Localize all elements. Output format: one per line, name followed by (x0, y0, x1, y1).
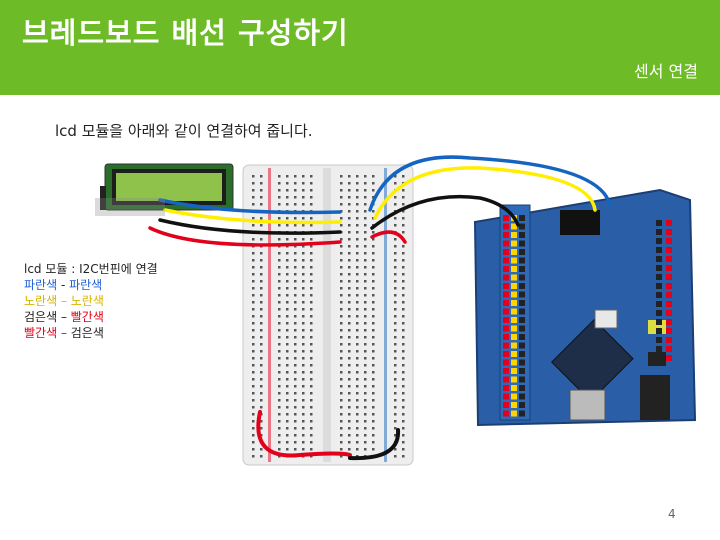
wiring-notes: lcd 모듈 : I2C번핀에 연결 파란색 - 파란색 노란색 – 노란색 검… (24, 261, 158, 341)
notes-heading: lcd 모듈 : I2C번핀에 연결 (24, 262, 158, 276)
note-line: 노란색 – 노란색 (24, 293, 158, 309)
intro-text: lcd 모듈을 아래와 같이 연결하여 줍니다. (55, 122, 313, 140)
breadboard (242, 164, 414, 466)
note-line-left: 노란색 (24, 294, 58, 308)
note-line: 빨간색 – 검은색 (24, 325, 158, 341)
slide-subtitle: 센서 연결 (634, 62, 698, 81)
note-line-right: 검은색 (70, 326, 104, 340)
note-line: 검은색 – 빨간색 (24, 309, 158, 325)
power-rail-wires (256, 410, 401, 461)
lcd-wires (148, 198, 342, 247)
slide-title: 브레드보드 배선 구성하기 (22, 16, 349, 50)
arduino-board (473, 188, 697, 427)
note-line-sep: – (57, 326, 71, 340)
note-line-right: 빨간색 (70, 310, 104, 324)
note-line-left: 빨간색 (24, 326, 58, 340)
lcd-module (100, 163, 234, 211)
note-line-left: 파란색 (24, 278, 58, 292)
header-bar (0, 0, 720, 95)
note-line-sep: - (57, 278, 70, 292)
lcd-connector (95, 198, 165, 216)
note-line-right: 노란색 (70, 294, 104, 308)
arduino-wires (368, 155, 612, 244)
note-line: 파란색 - 파란색 (24, 277, 158, 293)
page-number: 4 (668, 507, 676, 521)
note-line-left: 검은색 (24, 310, 58, 324)
note-line-sep: – (57, 310, 71, 324)
note-line-right: 파란색 (69, 278, 103, 292)
note-line-sep: – (57, 294, 71, 308)
